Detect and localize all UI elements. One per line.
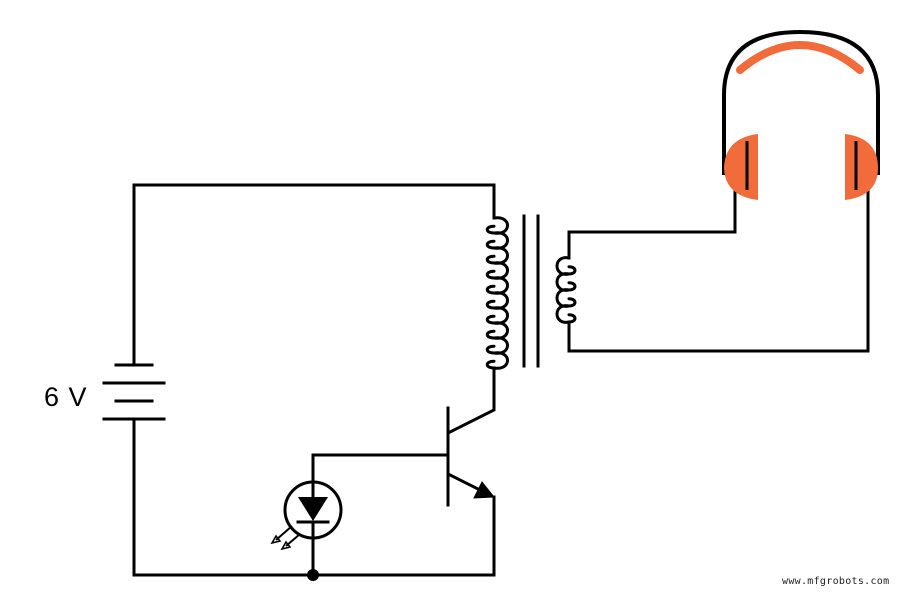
junction-dot xyxy=(307,569,319,581)
battery-voltage-label: 6 V xyxy=(44,382,88,412)
npn-transistor-icon xyxy=(446,406,496,577)
top-wire xyxy=(132,183,496,220)
watermark: www.mfgrobots.com xyxy=(782,576,890,587)
base-wire xyxy=(311,453,450,486)
secondary-wire-top xyxy=(567,188,737,260)
secondary-wire-bottom xyxy=(567,188,870,353)
photodiode-icon xyxy=(270,480,343,577)
headphones-icon xyxy=(722,29,880,200)
battery-icon xyxy=(102,183,166,577)
transformer-icon xyxy=(485,214,577,370)
collector-wire xyxy=(447,366,496,435)
